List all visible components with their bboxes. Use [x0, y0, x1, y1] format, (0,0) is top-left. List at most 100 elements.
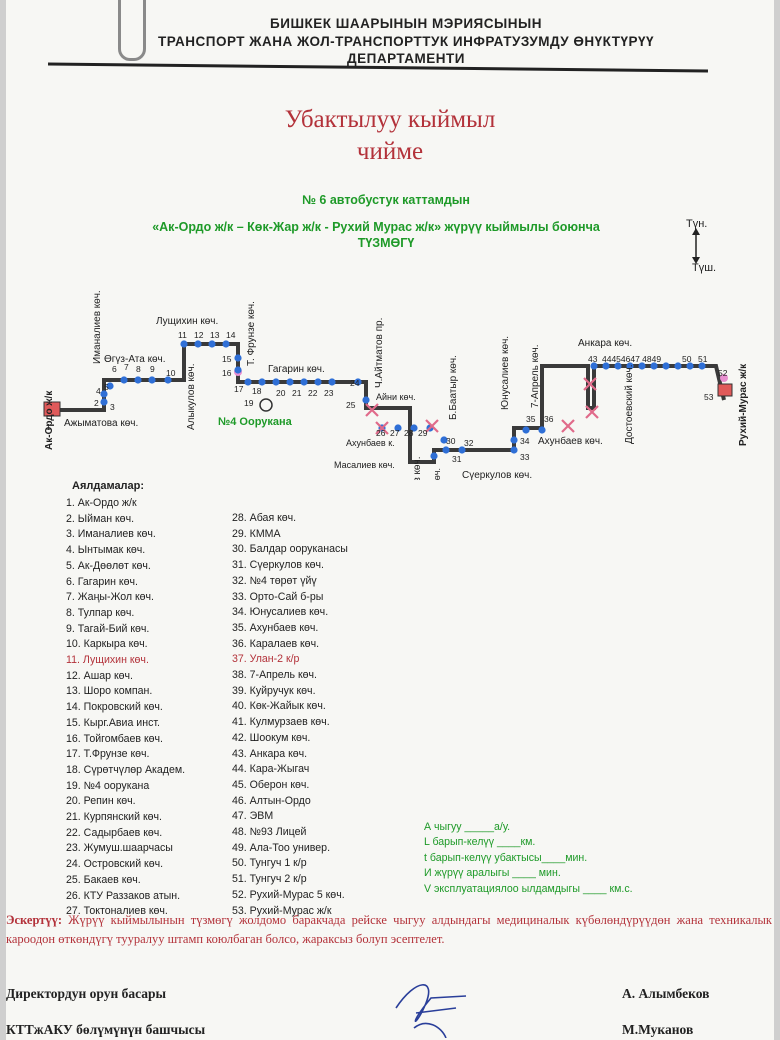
stop-list-item: 24. Островский көч. — [66, 858, 164, 871]
compass-south: Түш. — [692, 262, 717, 274]
bus-stop-dot — [650, 362, 658, 370]
stop-list-item: 15. Кырг.Авиа инст. — [66, 716, 160, 729]
stop-number: 21 — [292, 388, 302, 398]
stop-list-item: 51. Тунгуч 2 к/р — [232, 873, 307, 886]
bus-stop-dot — [362, 396, 370, 404]
stop-list-item: 9. Тагай-Бий көч. — [66, 622, 150, 635]
stop-list-item: 49. Ала-Тоо универ. — [232, 841, 331, 854]
stop-number: 7 — [124, 362, 129, 372]
stop-list-item: 43. Анкара көч. — [232, 747, 308, 760]
route-parameters: А чыгуу _____а/у. L барып-келүү ____км. … — [424, 820, 633, 897]
end-terminal-icon — [717, 383, 733, 397]
route-subtitle-3: ТҮЗМӨГҮ — [357, 236, 415, 250]
signer-role-2: КТТжАКУ бөлүмүнүн башчысы — [6, 1022, 206, 1037]
stop-list-item: 29. КММА — [232, 527, 281, 540]
stop-list-item: 52. Рухий-Мурас 5 көч. — [232, 888, 345, 901]
stop-list-item: 47. ЭВМ — [232, 810, 274, 823]
label-lushchikhin: Лущихин көч. — [156, 316, 218, 327]
stop-list-item: 20. Репин көч. — [66, 795, 136, 808]
stop-list-item: 34. Юнусалиев көч. — [232, 606, 329, 619]
stop-list-item: 44. Кара-Жыгач — [232, 763, 310, 776]
bus-stop-dot — [686, 362, 694, 370]
stop-number: 6 — [112, 364, 117, 374]
label-gagarin: Гагарин көч. — [268, 364, 325, 375]
stop-number: 43 — [588, 354, 598, 364]
stop-list-item: 27. Токтоналиев көч. — [66, 905, 168, 918]
stop-number: 14 — [226, 330, 236, 340]
stop-list-item: 2. Ыйман көч. — [66, 512, 135, 525]
bus-stop-dot — [662, 362, 670, 370]
label-ak-ordo: Ак-Ордо ж/к — [44, 390, 55, 450]
page-title-2: чийме — [356, 138, 424, 165]
bus-stop-dot — [442, 446, 450, 454]
stop-list-item: 28. Абая көч. — [232, 512, 297, 524]
stop-number: 32 — [464, 438, 474, 448]
bus-stop-dot — [328, 378, 336, 386]
header-line-2: ТРАНСПОРТ ЖАНА ЖОЛ-ТРАНСПОРТТУК ИНФРАТУЗ… — [157, 34, 655, 49]
closed-stop-cross-icon — [583, 377, 597, 391]
bus-stop-dot — [410, 424, 418, 432]
label-ogyz-ata: Өгүз-Ата көч. — [104, 354, 166, 365]
stop-list-item: 50. Тунгуч 1 к/р — [232, 857, 307, 870]
stop-number: 44454647 4849 — [602, 354, 661, 364]
stop-number: 24 — [350, 378, 360, 388]
stop-number: 19 — [244, 398, 254, 408]
stop-number: 27 — [390, 428, 400, 438]
note-text: Жүрүү кыймылынын түзмөгү жолдомо баракча… — [6, 913, 772, 946]
stop-list-item: 17. Т.Фрунзе көч. — [66, 748, 150, 761]
hospital-marker-icon — [259, 398, 273, 412]
bus-stop-dot — [440, 436, 448, 444]
label-ainy: Айни көч. — [376, 392, 416, 402]
signer-name-2: М.Муканов — [622, 1022, 694, 1037]
header-line-1: БИШКЕК ШААРЫНЫН МЭРИЯСЫНЫН — [270, 16, 542, 31]
label-maldybaev: Малдыбаев көч. — [432, 468, 442, 480]
bus-stop-dot — [120, 376, 128, 384]
stop-number: 34 — [520, 436, 530, 446]
note-label: Эскертүү: — [6, 913, 63, 927]
stop-list-item: 21. Курпянский көч. — [66, 811, 162, 824]
label-suerkulov: Сүеркулов көч. — [462, 470, 532, 480]
bus-stop-dot — [394, 424, 402, 432]
bus-stop-dot — [300, 378, 308, 386]
stop-number: 52 — [718, 368, 728, 378]
label-dostoevsky: Достоевский көч. — [624, 365, 635, 445]
stop-list-item: 33. Орто-Сай б-ры — [232, 590, 324, 603]
label-akhunbaev: Ахунбаев көч. — [538, 435, 603, 447]
route-map: Ак-Ордо ж/к Иманалиев көч. Өгүз-Ата көч.… — [43, 290, 749, 480]
document-page: БИШКЕК ШААРЫНЫН МЭРИЯСЫНЫН ТРАНСПОРТ ЖАН… — [6, 0, 774, 1040]
bus-stop-dot — [590, 362, 598, 370]
stop-list-item: 32. №4 төрөт үйү — [232, 574, 317, 587]
bus-stop-dot — [538, 426, 546, 434]
stop-list-item: 10. Каркыра көч. — [66, 638, 148, 651]
stop-number: 16 — [222, 368, 232, 378]
stop-marker — [720, 374, 728, 382]
label-akhunbaev-k: Ахунбаев к. — [346, 438, 395, 448]
param-v: V эксплуатациялоо ылдамдыгы ____ км.с. — [424, 882, 633, 895]
stop-list-item: 48. №93 Лицей — [232, 826, 307, 839]
stop-number: 22 — [308, 388, 318, 398]
stop-number: 11 — [178, 330, 187, 340]
stop-number: 35 — [526, 414, 536, 424]
stop-number: 29 — [418, 428, 428, 438]
label-baatyr: Б.Баатыр көч. — [448, 355, 459, 420]
stop-list-item: 40. Көк-Жайык көч. — [232, 700, 326, 713]
bus-stop-dot — [222, 340, 230, 348]
stop-number: 25 — [346, 400, 356, 410]
param-a: А чыгуу _____а/у. — [424, 821, 511, 833]
stop-number: 31 — [452, 454, 462, 464]
stop-list-item: 45. Оберон көч. — [232, 778, 310, 791]
bus-stop-dot — [234, 366, 242, 374]
stop-list-item: 6. Гагарин көч. — [66, 575, 138, 588]
closed-stop-cross-icon — [585, 405, 599, 419]
param-i: И жүрүү аралыгы ____ мин. — [424, 867, 561, 880]
bus-stop-dot — [180, 340, 188, 348]
header-line-3: ДЕПАРТАМЕНТИ — [347, 51, 465, 66]
bus-stop-dot — [208, 340, 216, 348]
label-rukhiy: Рухий-Мурас ж/к — [738, 363, 749, 446]
stop-number: 30 — [446, 436, 456, 446]
stop-list-item: 37. Улан-2 к/р — [232, 653, 300, 666]
bus-stop-dot — [272, 378, 280, 386]
route-subtitle-2: «Ак-Ордо ж/к – Көк-Жар ж/к - Рухий Мурас… — [152, 220, 600, 234]
stop-number: 18 — [252, 386, 262, 396]
